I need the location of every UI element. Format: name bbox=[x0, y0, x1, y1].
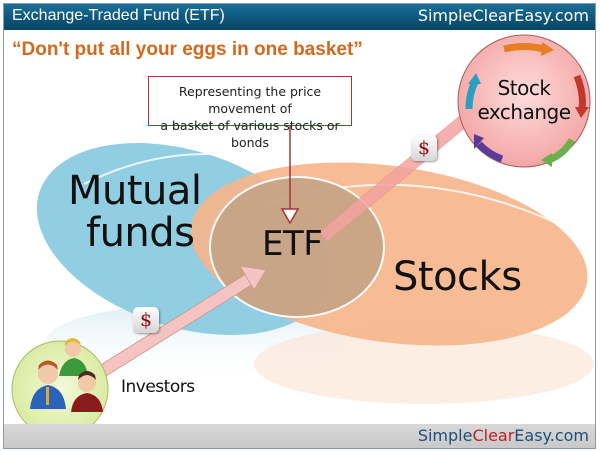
stock-exchange-line-1: Stock bbox=[497, 76, 551, 100]
slide-title: Exchange-Traded Fund (ETF) bbox=[12, 7, 225, 24]
dollar-badge-exchange: $ bbox=[411, 135, 437, 161]
stock-exchange-line-2: exchange bbox=[477, 100, 571, 124]
mutual-funds-label: Mutual funds bbox=[68, 170, 202, 254]
stock-exchange-label: Stock exchange bbox=[459, 76, 589, 124]
mutual-funds-line-2: funds bbox=[86, 210, 195, 256]
quote-text: “Don't put all your eggs in one basket” bbox=[12, 39, 363, 60]
callout-line-2: a basket of various stocks or bonds bbox=[160, 118, 340, 150]
investor-icon-blue bbox=[30, 360, 66, 409]
dollar-badge-investors: $ bbox=[133, 307, 159, 333]
footer-brand-clear: Clear bbox=[472, 426, 515, 445]
cycle-arrow-orange bbox=[503, 43, 545, 53]
stocks-label: Stocks bbox=[393, 254, 522, 300]
cycle-arrow-blue bbox=[465, 80, 479, 110]
callout-line-1: Representing the price movement of bbox=[178, 84, 322, 116]
footer-brand: SimpleClearEasy.com bbox=[418, 426, 589, 445]
cycle-arrow-red bbox=[573, 74, 586, 110]
cycle-arrow-purple bbox=[476, 141, 504, 163]
stock-exchange-circle bbox=[457, 34, 591, 168]
mutual-funds-line-1: Mutual bbox=[68, 168, 202, 214]
footer-brand-simple: Simple bbox=[417, 426, 473, 445]
slide: Exchange-Traded Fund (ETF) SimpleClearEa… bbox=[3, 3, 596, 449]
footer-bar: SimpleClearEasy.com bbox=[4, 424, 595, 448]
title-bar: Exchange-Traded Fund (ETF) SimpleClearEa… bbox=[4, 4, 595, 30]
investors-label: Investors bbox=[121, 377, 195, 397]
footer-brand-easy: Easy.com bbox=[514, 426, 589, 445]
investor-icon-green bbox=[59, 338, 88, 376]
etf-label: ETF bbox=[262, 224, 323, 264]
investor-icon-red bbox=[71, 371, 103, 412]
etf-description-callout: Representing the price movement of a bas… bbox=[148, 76, 352, 150]
venn-diagram bbox=[11, 34, 594, 438]
header-brand: SimpleClearEasy.com bbox=[417, 6, 589, 25]
